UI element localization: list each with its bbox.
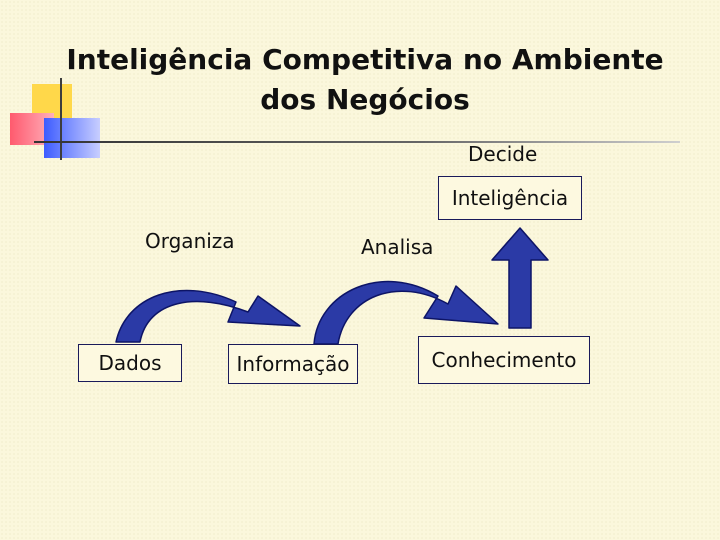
box-conhecimento: Conhecimento (418, 336, 590, 384)
curved-arrow-organiza (116, 290, 300, 342)
box-inteligencia: Inteligência (438, 176, 582, 220)
label-analisa: Analisa (361, 235, 433, 259)
box-informacao: Informação (228, 344, 358, 384)
label-decide: Decide (468, 142, 537, 166)
up-arrow-decide (492, 228, 548, 328)
box-dados: Dados (78, 344, 182, 382)
curved-arrow-analisa (314, 282, 498, 344)
label-organiza: Organiza (145, 229, 235, 253)
